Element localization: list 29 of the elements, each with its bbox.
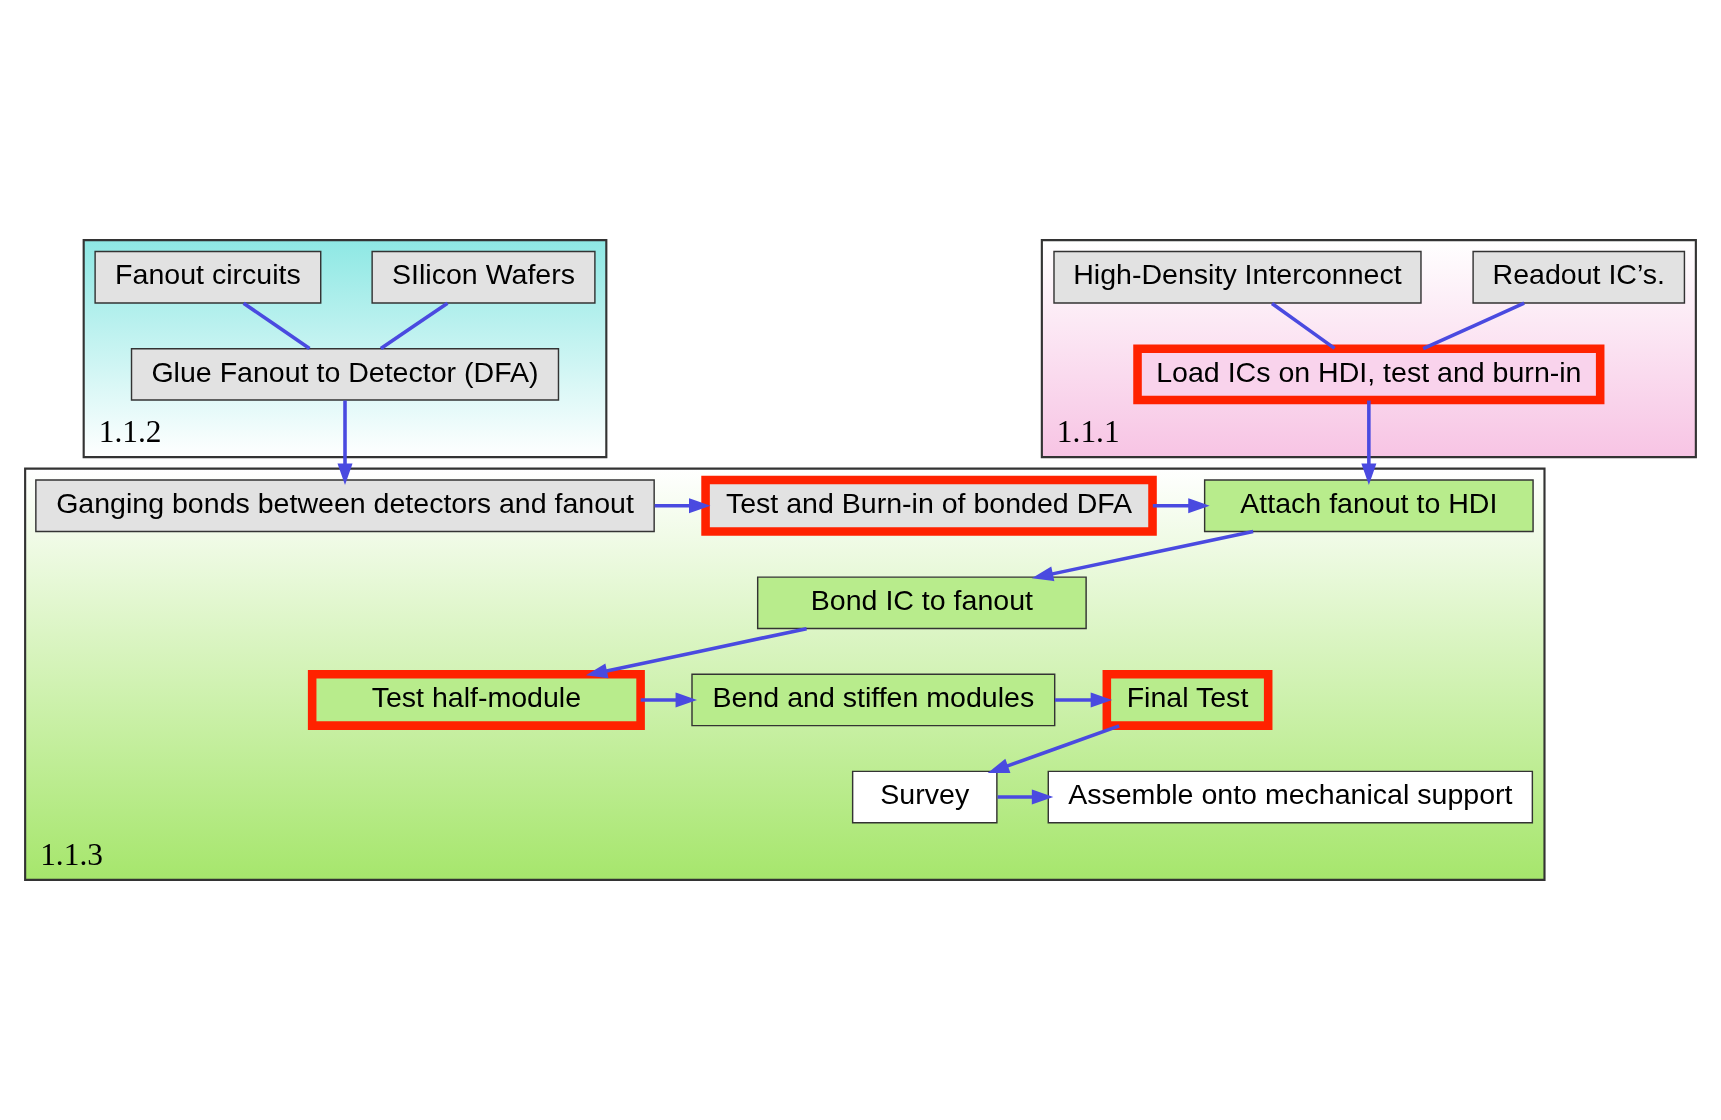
arrow (654, 498, 711, 514)
arrow (1031, 529, 1254, 582)
node-box: Bend and stiffen modules (691, 673, 1056, 727)
node-box: Assemble onto mechanical support (1047, 770, 1534, 824)
node-box: Fanout circuits (94, 250, 322, 304)
node-box: Survey (851, 770, 998, 824)
connector (379, 301, 449, 351)
node-box: Ganging bonds between detectors and fanout (35, 479, 655, 533)
arrow (640, 692, 698, 708)
arrow (987, 724, 1120, 774)
node-box: Readout IC’s. (1472, 250, 1686, 304)
node-box: Glue Fanout to Detector (DFA) (130, 347, 560, 401)
connector (242, 301, 311, 351)
node-box: Test half-module (307, 669, 645, 730)
arrow (1152, 498, 1210, 514)
node-box: High-Density Interconnect (1053, 250, 1422, 304)
arrow (1361, 400, 1377, 485)
arrow (997, 789, 1054, 805)
node-box: Bond IC to fanout (756, 576, 1087, 630)
node-box: Final Test (1102, 669, 1273, 730)
arrow (585, 626, 807, 679)
connector (1422, 301, 1525, 351)
node-box: Attach fanout to HDI (1203, 479, 1534, 533)
node-box: Test and Burn-in of bonded DFA (701, 475, 1157, 536)
arrow (337, 400, 353, 485)
node-box: Load ICs on HDI, test and burn-in (1133, 344, 1605, 405)
connector (1270, 302, 1336, 350)
node-box: SIlicon Wafers (371, 250, 596, 304)
arrow (1054, 692, 1113, 708)
